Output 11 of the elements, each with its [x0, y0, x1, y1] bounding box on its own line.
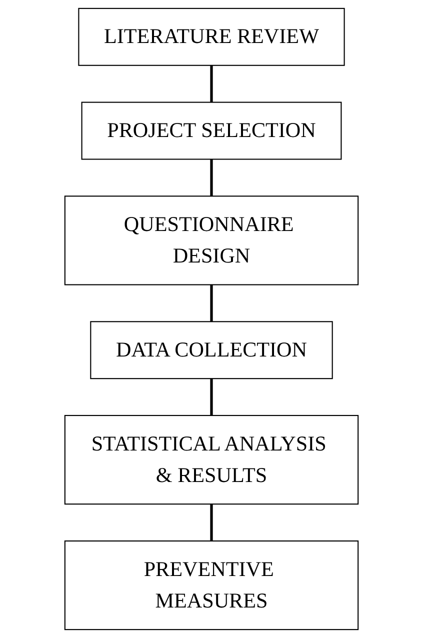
connector	[210, 65, 213, 102]
node-box: QUESTIONNAIRE DESIGN	[64, 196, 359, 286]
connector	[210, 159, 213, 196]
connector	[210, 504, 213, 541]
node-box: PROJECT SELECTION	[81, 102, 342, 160]
node-box: PREVENTIVE MEASURES	[64, 540, 359, 630]
node-box: STATISTICAL ANALYSIS & RESULTS	[64, 414, 359, 505]
connector	[210, 284, 213, 322]
node-box: DATA COLLECTION	[90, 321, 333, 380]
node-box: LITERATURE REVIEW	[78, 8, 345, 66]
connector	[210, 378, 213, 416]
